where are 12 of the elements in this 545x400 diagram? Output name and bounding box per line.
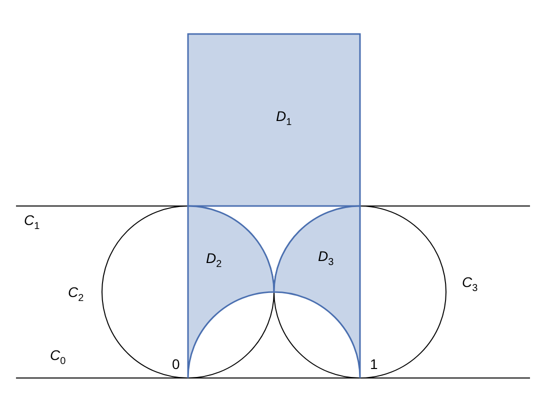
region-label: D$_{1}$ [276,108,292,130]
curve-label: C$_{1}$ [24,212,40,234]
point-label: 0 [172,356,180,372]
curve-label: C$_{0}$ [50,347,66,369]
point-label: 1 [370,356,378,372]
shaded-region [188,34,360,206]
region-label: D$_{2}$ [206,250,222,272]
shaded-region [274,206,360,378]
shaded-region [188,206,274,378]
region-label: D$_{3}$ [318,248,334,270]
curve-label: C$_{2}$ [68,284,84,306]
curve-label: C$_{3}$ [462,274,478,296]
